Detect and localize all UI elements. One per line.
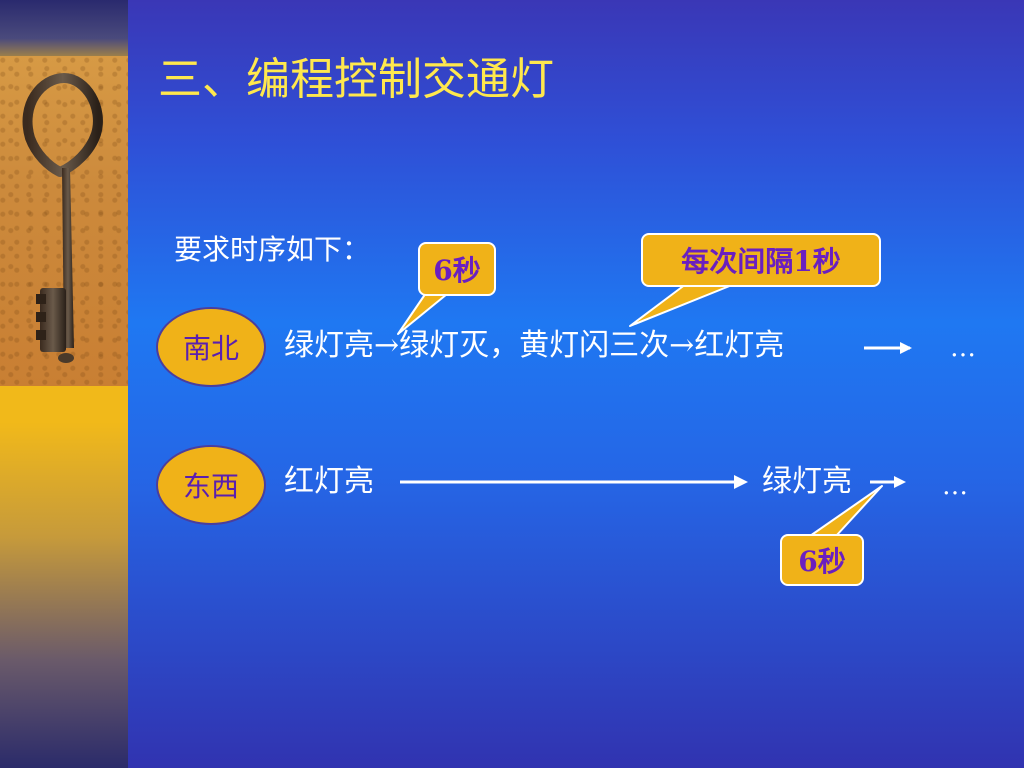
- intro-text: 要求时序如下：: [174, 233, 371, 266]
- north-south-badge: 南北: [156, 307, 266, 387]
- east-west-short-arrow: [870, 476, 906, 488]
- page-title: 三、编程控制交通灯: [158, 54, 554, 105]
- callout-ns-duration: 6秒: [418, 242, 496, 296]
- east-west-badge: 东西: [156, 445, 266, 525]
- east-west-end: 绿灯亮: [762, 464, 852, 499]
- callout-ew-duration: 6秒: [780, 534, 864, 586]
- east-west-start: 红灯亮: [284, 464, 374, 499]
- old-key-icon: [0, 56, 128, 386]
- callout-pointer-1: [397, 289, 453, 335]
- callout-blink-interval: 每次间隔1秒: [641, 233, 881, 287]
- north-south-ellipsis: …: [950, 333, 976, 363]
- north-south-long-arrow: [864, 342, 912, 354]
- east-west-ellipsis: …: [942, 471, 968, 501]
- callout-pointer-2: [629, 280, 743, 327]
- east-west-long-arrow: [400, 475, 748, 489]
- north-south-sequence: 绿灯亮→绿灯灭，黄灯闪三次→红灯亮: [284, 328, 785, 363]
- callout-pointer-3: [809, 485, 883, 537]
